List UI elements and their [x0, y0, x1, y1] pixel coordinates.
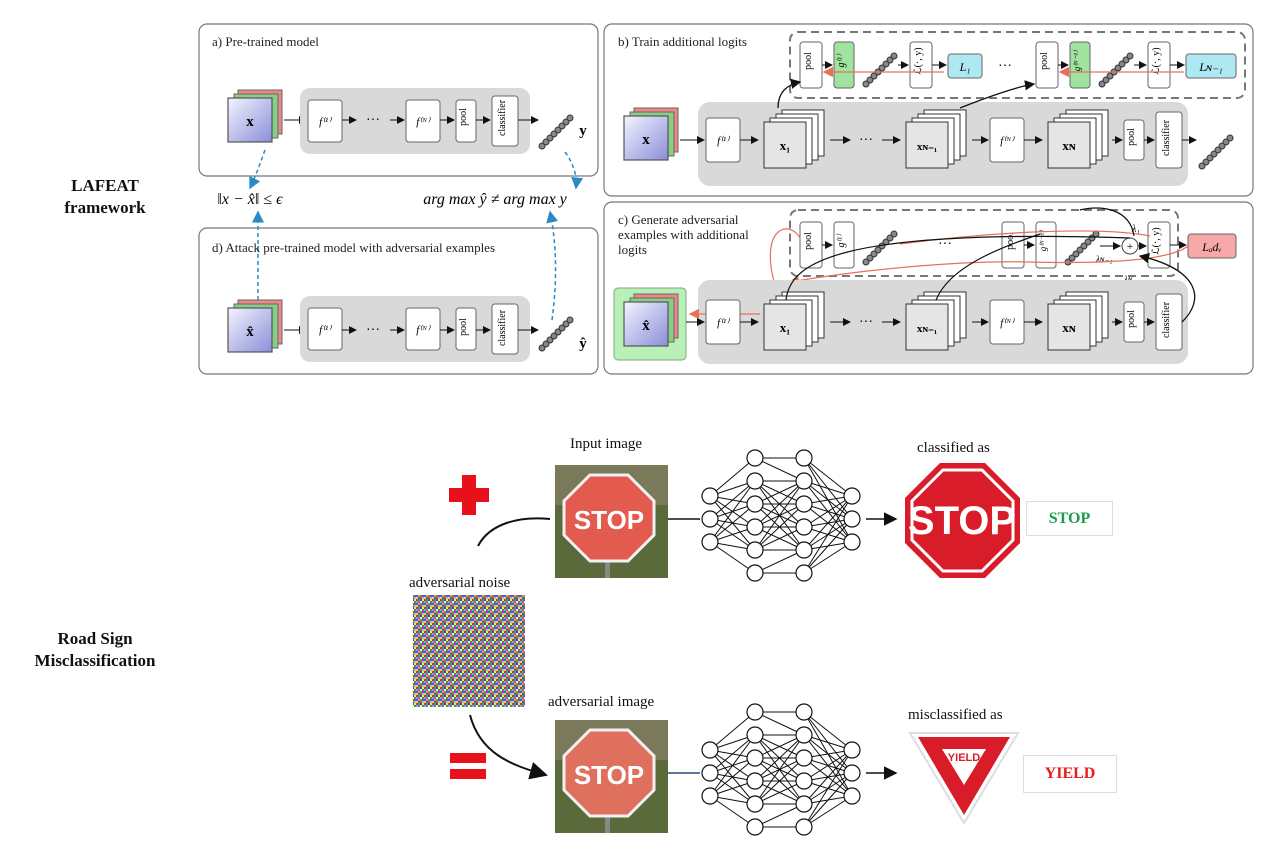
result-stop-label: STOP — [1026, 501, 1113, 536]
svg-text:···: ··· — [998, 59, 1012, 74]
yield-sign-icon: YIELD — [908, 732, 1020, 825]
svg-text:g⁽ᴺ⁻¹⁾: g⁽ᴺ⁻¹⁾ — [1072, 50, 1082, 71]
panel-a-title: a) Pre-trained model — [212, 34, 319, 49]
svg-text:···: ··· — [366, 113, 380, 128]
svg-text:λɴ₋₁: λɴ₋₁ — [1095, 254, 1112, 264]
svg-text:x̂: x̂ — [246, 324, 254, 340]
svg-text:···: ··· — [859, 133, 873, 148]
panel-d-title: d) Attack pre-trained model with adversa… — [212, 240, 496, 255]
block-fn-a — [405, 99, 441, 143]
panel-c-title: c) Generate adversarial examples with ad… — [618, 212, 749, 257]
adversarial-image-caption: adversarial image — [548, 694, 655, 710]
roadsign-diagram: STOP STOP — [413, 449, 1020, 836]
adversarial-noise-caption: adversarial noise — [409, 575, 511, 591]
lafeat-diagram: x f⁽¹⁾ ··· f⁽ᴺ⁾ pool classifier y ‖x − x… — [198, 23, 1254, 375]
constraint-left: ‖x − x̂‖ ≤ ϵ — [217, 191, 283, 208]
svg-text:STOP: STOP — [574, 505, 644, 535]
svg-text:STOP: STOP — [908, 499, 1016, 543]
svg-text:ℒ(·, y): ℒ(·, y) — [913, 47, 924, 74]
svg-text:g⁽ᴺ⁻¹⁾: g⁽ᴺ⁻¹⁾ — [1038, 230, 1048, 251]
svg-text:···: ··· — [938, 237, 952, 252]
svg-text:···: ··· — [366, 323, 380, 338]
classified-as-caption: classified as — [917, 440, 990, 456]
svg-text:ŷ: ŷ — [579, 336, 587, 352]
svg-text:f⁽¹⁾: f⁽¹⁾ — [319, 116, 332, 128]
svg-text:L₁: L₁ — [959, 60, 971, 74]
row-label-lafeat: LAFEAT framework — [64, 176, 146, 217]
svg-text:pool: pool — [803, 52, 814, 70]
svg-text:f⁽ᴺ⁾: f⁽ᴺ⁾ — [1000, 317, 1015, 329]
svg-text:f⁽¹⁾: f⁽¹⁾ — [717, 135, 730, 147]
svg-text:xɴ₋₁: xɴ₋₁ — [917, 323, 937, 335]
svg-text:xɴ₋₁: xɴ₋₁ — [917, 141, 937, 153]
adversarial-noise-image — [413, 595, 525, 707]
svg-text:YIELD: YIELD — [948, 752, 980, 764]
svg-text:classifier: classifier — [497, 309, 508, 346]
svg-text:classifier: classifier — [497, 99, 508, 136]
svg-text:+: + — [1127, 239, 1134, 253]
svg-text:f⁽ᴺ⁾: f⁽ᴺ⁾ — [1000, 135, 1015, 147]
svg-text:x̂: x̂ — [642, 318, 650, 334]
svg-text:g⁽¹⁾: g⁽¹⁾ — [836, 233, 847, 247]
svg-text:x₁: x₁ — [780, 320, 791, 335]
svg-text:Lₐdᵥ: Lₐdᵥ — [1201, 240, 1222, 254]
svg-text:f⁽ᴺ⁾: f⁽ᴺ⁾ — [416, 324, 431, 336]
plus-icon — [449, 475, 489, 515]
block-pool-a — [455, 99, 477, 143]
equals-icon — [450, 753, 486, 779]
neural-network-top — [709, 457, 853, 574]
constraint-right: arg max ŷ ≠ arg max y — [423, 191, 567, 208]
svg-text:g⁽¹⁾: g⁽¹⁾ — [836, 53, 847, 67]
svg-text:pool: pool — [1005, 232, 1016, 250]
svg-text:x₁: x₁ — [780, 138, 791, 153]
svg-text:f⁽ᴺ⁾: f⁽ᴺ⁾ — [416, 116, 431, 128]
svg-text:classifier: classifier — [1161, 301, 1172, 338]
svg-text:pool: pool — [1039, 52, 1050, 70]
svg-text:λɴ: λɴ — [1123, 274, 1133, 284]
input-image-caption: Input image — [570, 436, 643, 452]
svg-text:x: x — [246, 114, 254, 130]
svg-text:STOP: STOP — [574, 760, 644, 790]
cube-x-hat: x̂ — [227, 299, 283, 353]
svg-text:ℒ(·, y): ℒ(·, y) — [1151, 227, 1162, 254]
input-photo: STOP — [555, 465, 668, 578]
block-classifier-a — [491, 95, 519, 147]
svg-text:pool: pool — [803, 232, 814, 250]
logits-a — [538, 114, 574, 150]
svg-text:ℒ(·, y): ℒ(·, y) — [1151, 47, 1162, 74]
svg-text:xɴ: xɴ — [1062, 138, 1076, 153]
stop-sign-icon: STOP — [905, 463, 1020, 578]
svg-text:Lɴ₋₁: Lɴ₋₁ — [1198, 60, 1222, 74]
svg-text:···: ··· — [859, 315, 873, 330]
svg-text:λ₁: λ₁ — [1131, 224, 1140, 235]
svg-text:f⁽¹⁾: f⁽¹⁾ — [717, 317, 730, 329]
svg-text:x: x — [642, 132, 650, 148]
block-f1-a — [307, 99, 343, 143]
misclassified-as-caption: misclassified as — [908, 707, 1003, 723]
svg-text:f⁽¹⁾: f⁽¹⁾ — [319, 324, 332, 336]
svg-text:pool: pool — [458, 108, 469, 126]
svg-text:classifier: classifier — [1161, 119, 1172, 156]
cube-x: x — [227, 89, 283, 143]
result-yield-label: YIELD — [1023, 755, 1117, 793]
svg-text:pool: pool — [458, 318, 469, 336]
svg-text:y: y — [579, 123, 587, 139]
svg-text:pool: pool — [1126, 128, 1137, 146]
adversarial-photo: STOP — [555, 720, 668, 833]
svg-text:xɴ: xɴ — [1062, 320, 1076, 335]
svg-text:pool: pool — [1126, 310, 1137, 328]
neural-network-bottom — [709, 711, 853, 828]
row-label-road-sign: Road Sign Misclassification — [34, 629, 156, 670]
panel-b-title: b) Train additional logits — [618, 34, 747, 49]
